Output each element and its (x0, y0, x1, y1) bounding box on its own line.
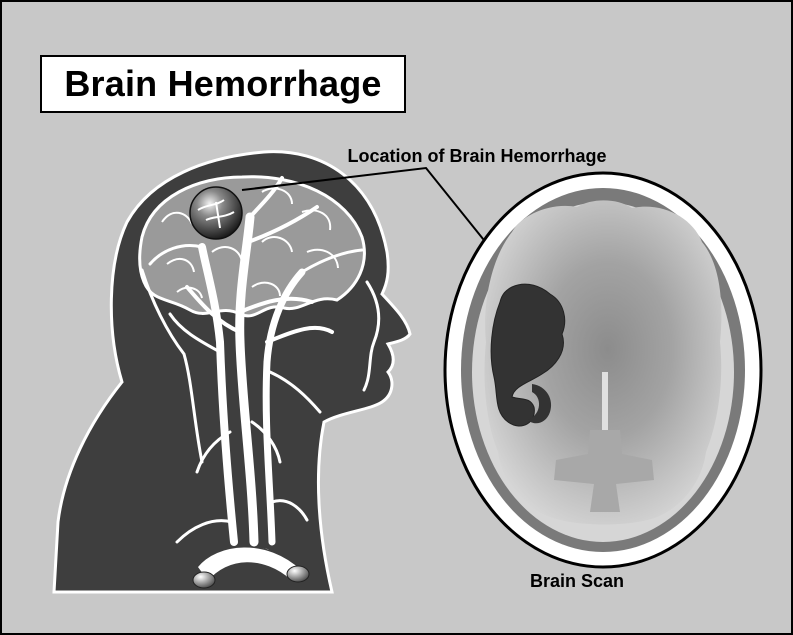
scan-label: Brain Scan (512, 571, 642, 592)
artery-cap-right (287, 566, 309, 582)
brain-tissue (140, 177, 365, 316)
callout-label: Location of Brain Hemorrhage (302, 146, 652, 167)
scan-midline (602, 372, 608, 432)
page-title: Brain Hemorrhage (40, 55, 406, 113)
brain-scan (445, 173, 761, 567)
artery-cap-left (193, 572, 215, 588)
